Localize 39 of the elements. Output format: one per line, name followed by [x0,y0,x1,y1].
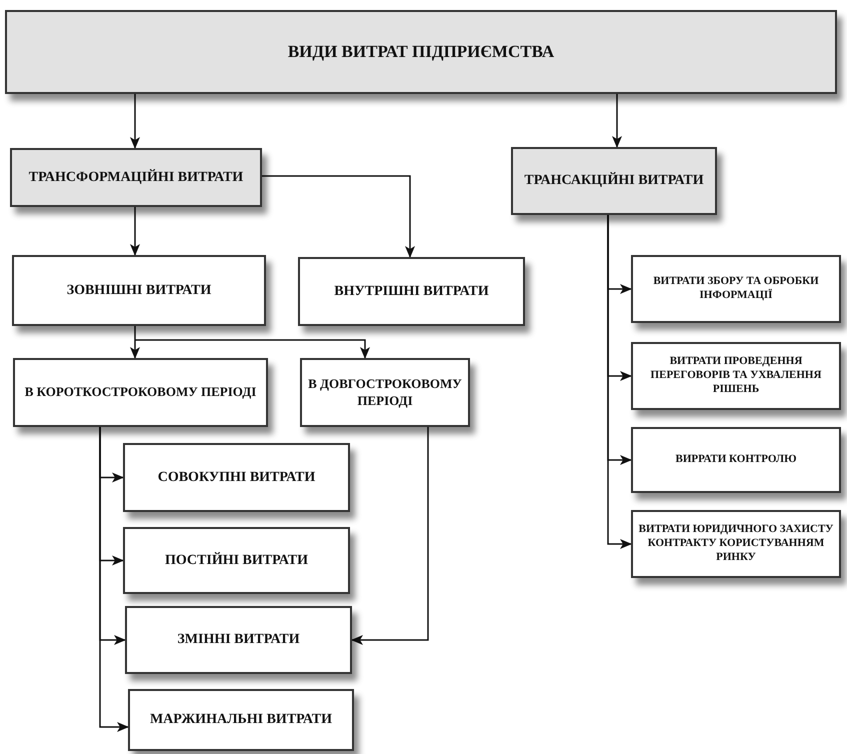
arrow [607,215,632,549]
process-box [511,147,717,215]
arrow [130,207,140,256]
arrow [99,427,129,732]
arrow [135,339,370,359]
box-label: В ДОВГОСТРОКОВОМУ ПЕРІОДІ [307,376,463,409]
process-box [13,358,268,427]
process-box [631,510,841,578]
box-label: ТРАНСАКЦІЙНІ ВИТРАТИ [524,172,704,190]
arrow [130,326,140,359]
box-label: ВНУТРІШНІ ВИТРАТИ [334,282,489,300]
process-box [5,10,837,94]
box-label: В КОРОТКОСТРОКОВОМУ ПЕРІОДІ [24,384,256,401]
arrow [262,175,415,258]
process-box [10,148,262,207]
box-label: СОВОКУПНІ ВИТРАТИ [158,468,316,486]
box-label: ПОСТІЙНІ ВИТРАТИ [164,552,308,570]
process-box [631,427,841,493]
box-label: ВИТРАТИ ЗБОРУ ТА ОБРОБКИ ІНФОРМАЦІЇ [652,275,820,303]
process-box [631,255,841,323]
box-label: ВИДИ ВИТРАТ ПІДПРИЄМСТВА [288,41,554,63]
process-box [631,342,841,410]
process-box [298,257,525,326]
arrow [130,94,140,149]
box-label: ТРАНСФОРМАЦІЙНІ ВИТРАТИ [28,168,244,186]
box-label: ЗМІННІ ВИТРАТИ [177,631,300,649]
process-box [128,689,354,751]
box-label: ЗОВНІШНІ ВИТРАТИ [66,282,212,300]
process-box [123,443,350,512]
process-box [123,527,350,594]
box-label: ВИТРАТИ ЮРИДИЧНОГО ЗАХИСТУ КОНТРАКТУ КОРИСТУВАННЯМ РИНКУ [638,523,834,565]
process-box [125,606,352,674]
box-label: ВИТРАТИ ПРОВЕДЕННЯ ПЕРЕГОВОРІВ ТА УХВАЛЕННЯ РІШЕНЬ [650,355,822,397]
process-box [300,358,470,427]
arrow [612,94,622,148]
process-box [12,255,266,326]
box-label: МАРЖИНАЛЬНІ ВИТРАТИ [150,711,332,729]
arrow [351,427,429,645]
box-label: ВИРРАТИ КОНТРОЛЮ [676,453,796,467]
